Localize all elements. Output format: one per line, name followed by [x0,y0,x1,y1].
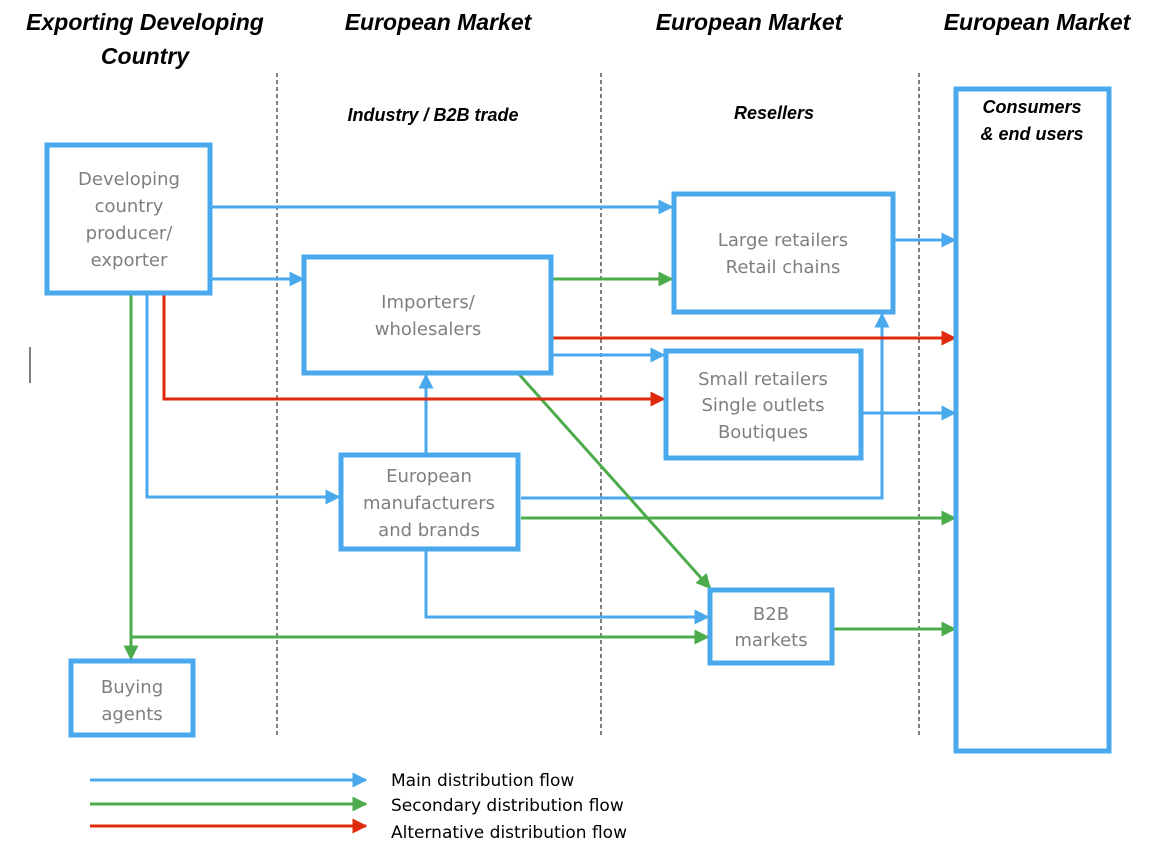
node-small-retailers-line-1: Small retailers [698,369,828,390]
node-small-retailers: Small retailers Single outlets Boutiques [663,348,864,461]
node-buying-agents-line-1: Buying [101,677,163,698]
node-box [953,86,1112,754]
subheader-resellers: Resellers [734,103,814,123]
node-manufacturers-line-1: European [386,466,472,487]
legend-main-label: Main distribution flow [391,771,574,791]
flow-manufacturers-to-large-retailers [521,312,890,500]
node-small-retailers-line-2: Single outlets [701,395,824,416]
node-consumers-line-1: Consumers [982,97,1081,117]
node-box [68,658,196,738]
flow-producer-to-manufacturers [145,294,341,505]
node-producer-line-2: country [95,196,164,217]
node-box [671,191,896,315]
node-box [44,142,213,296]
node-b2b-markets: B2B markets [707,587,835,666]
legend-alternative-label: Alternative distribution flow [391,823,627,843]
node-box [338,452,521,552]
node-b2b-line-2: markets [734,630,807,651]
legend: Main distribution flow Secondary distrib… [90,771,627,843]
header-market-consumers: European Market [944,9,1132,35]
node-large-retailers-line-2: Retail chains [726,257,841,278]
node-producer-line-4: exporter [91,250,168,271]
node-importers: Importers/ wholesalers [301,254,554,376]
flow-importers-to-b2b [515,371,712,590]
header-market-resellers: European Market [656,9,844,35]
node-producer-line-1: Developing [78,169,180,190]
node-box [663,348,864,461]
node-consumers: Consumers & end users [953,86,1112,754]
node-large-retailers: Large retailers Retail chains [671,191,896,315]
header-market-industry: European Market [345,9,533,35]
header-exporting-line-2: Country [101,43,190,69]
legend-secondary-label: Secondary distribution flow [391,796,624,816]
node-producer-line-3: producer/ [86,223,174,244]
node-small-retailers-line-3: Boutiques [718,422,808,443]
node-buying-agents-line-2: agents [101,704,162,725]
node-box [707,587,835,666]
flow-manufacturers-to-b2b [424,551,710,625]
node-b2b-line-1: B2B [753,604,789,625]
node-manufacturers-line-2: manufacturers [363,493,495,514]
node-manufacturers-line-3: and brands [378,520,480,541]
node-manufacturers: European manufacturers and brands [338,452,521,552]
node-box [301,254,554,376]
node-consumers-line-2: & end users [980,124,1083,144]
header-exporting-line-1: Exporting Developing [26,9,264,35]
subheader-industry: Industry / B2B trade [347,105,518,125]
node-importers-line-2: wholesalers [375,319,481,340]
node-large-retailers-line-1: Large retailers [718,230,848,251]
node-producer: Developing country producer/ exporter [44,142,213,296]
node-buying-agents: Buying agents [68,658,196,738]
node-importers-line-1: Importers/ [381,292,476,313]
flows [123,199,957,661]
flow-producer-to-small-retailers [162,294,666,407]
